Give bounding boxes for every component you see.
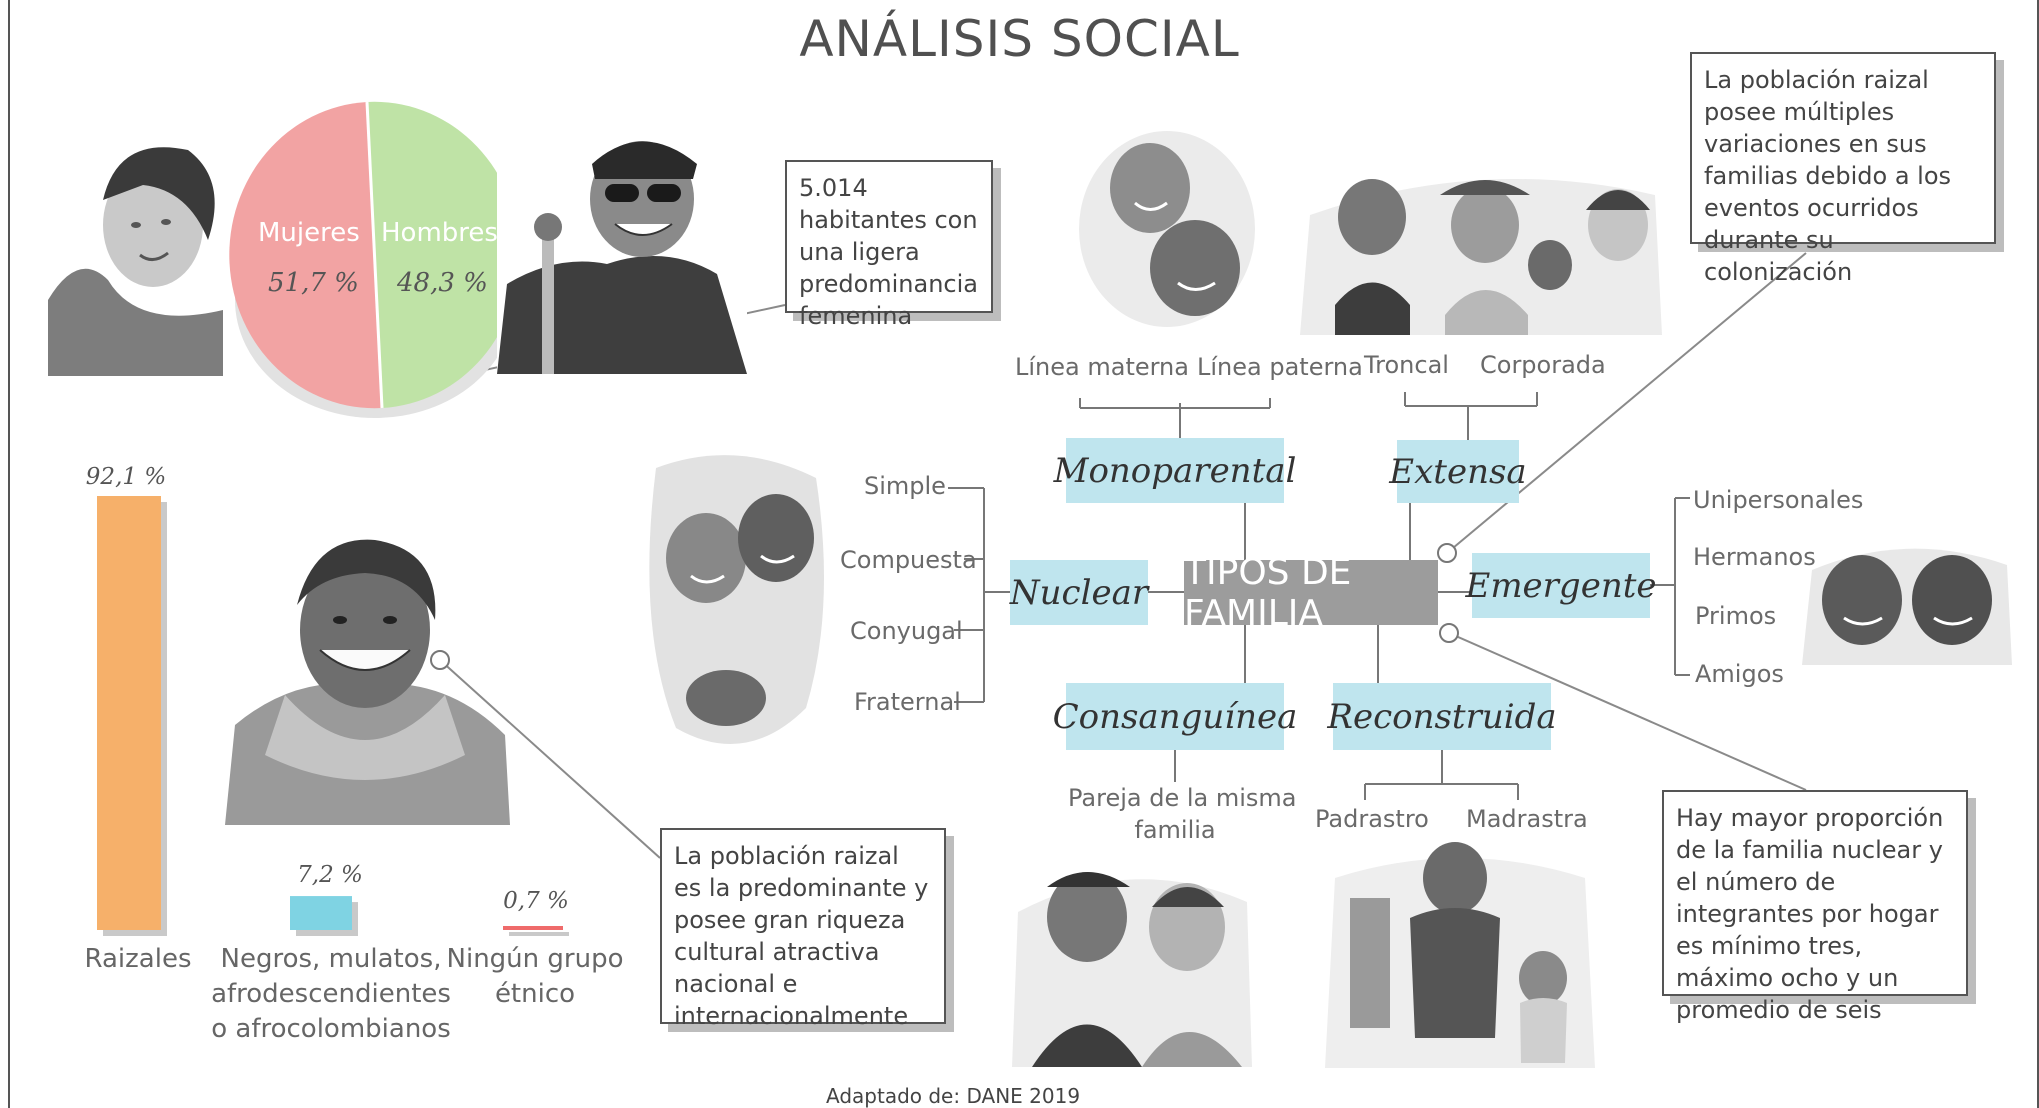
photo-couple-baby <box>649 455 824 744</box>
sub-simple: Simple <box>864 472 946 500</box>
sub-conyugal: Conyugal <box>850 617 963 645</box>
bar-label-ninguno: Ningún grupo étnico <box>446 944 624 1009</box>
type-extensa: Extensa <box>1389 440 1527 503</box>
sub-unipersonales: Unipersonales <box>1693 486 1864 514</box>
sub-corporada: Corporada <box>1480 351 1606 379</box>
bar-ninguno-shadow <box>509 932 569 936</box>
bar-value-negros: 7,2 % <box>297 862 363 888</box>
photo-couple-consanguinea <box>1012 872 1252 1067</box>
photo-stepfather-child <box>1325 842 1595 1068</box>
gender-callout: 5.014 habitantes con una ligera predomin… <box>785 160 993 330</box>
pie-label-men: Hombres <box>381 218 498 248</box>
photo-smiling-woman <box>225 539 510 825</box>
pie-value-men: 48,3 % <box>397 268 488 298</box>
sub-fraternal: Fraternal <box>854 688 961 716</box>
bar-label-negros: Negros, mulatos, afrodescendientes o afr… <box>211 944 451 1044</box>
sub-amigos: Amigos <box>1695 660 1784 688</box>
bar-negros <box>290 896 352 930</box>
frame-right-border <box>2037 0 2039 1108</box>
type-nuclear: Nuclear <box>1010 560 1148 625</box>
bar-value-raizales: 92,1 % <box>85 464 167 490</box>
bar-label-raizales: Raizales <box>84 944 192 974</box>
family-callout-bottom: Hay mayor proporción de la familia nucle… <box>1662 790 1968 1024</box>
sub-linea-paterna: Línea paterna <box>1197 353 1363 381</box>
gender-pie-chart <box>229 101 520 418</box>
page-title: ANÁLISIS SOCIAL <box>799 10 1240 68</box>
type-reconstruida: Reconstruida <box>1327 683 1557 750</box>
center-tipos-de-familia: TIPOS DE FAMILIA <box>1184 552 1438 634</box>
photo-woman-headscarf <box>48 130 223 376</box>
sub-compuesta: Compuesta <box>840 546 977 574</box>
type-emergente: Emergente <box>1466 553 1657 618</box>
bar-value-ninguno: 0,7 % <box>503 888 569 914</box>
sub-pareja-misma-familia: Pareja de la misma familia <box>1068 784 1297 844</box>
photo-two-girls <box>1802 548 2012 665</box>
pie-label-women: Mujeres <box>258 218 360 248</box>
sub-troncal: Troncal <box>1364 351 1449 379</box>
photo-man-singing <box>497 124 747 374</box>
sub-hermanos: Hermanos <box>1693 543 1816 571</box>
pie-value-women: 51,7 % <box>268 268 359 298</box>
sub-linea-materna: Línea materna <box>1015 353 1189 381</box>
photo-mother-child <box>1079 131 1255 327</box>
source-footer: Adaptado de: DANE 2019 <box>826 1084 1081 1108</box>
sub-primos: Primos <box>1695 602 1777 630</box>
sub-padrastro: Padrastro <box>1315 805 1429 833</box>
family-callout-top: La población raizal posee múltiples vari… <box>1690 52 1996 286</box>
bar-raizales <box>97 496 161 930</box>
ethnic-callout: La población raizal es la predominante y… <box>660 828 946 1030</box>
type-consanguinea: Consanguínea <box>1053 683 1297 750</box>
bar-ninguno <box>503 926 563 930</box>
type-monoparental: Monoparental <box>1054 438 1296 503</box>
photo-extended-family <box>1300 179 1662 335</box>
frame-left-border <box>8 0 10 1108</box>
sub-madrastra: Madrastra <box>1466 805 1588 833</box>
